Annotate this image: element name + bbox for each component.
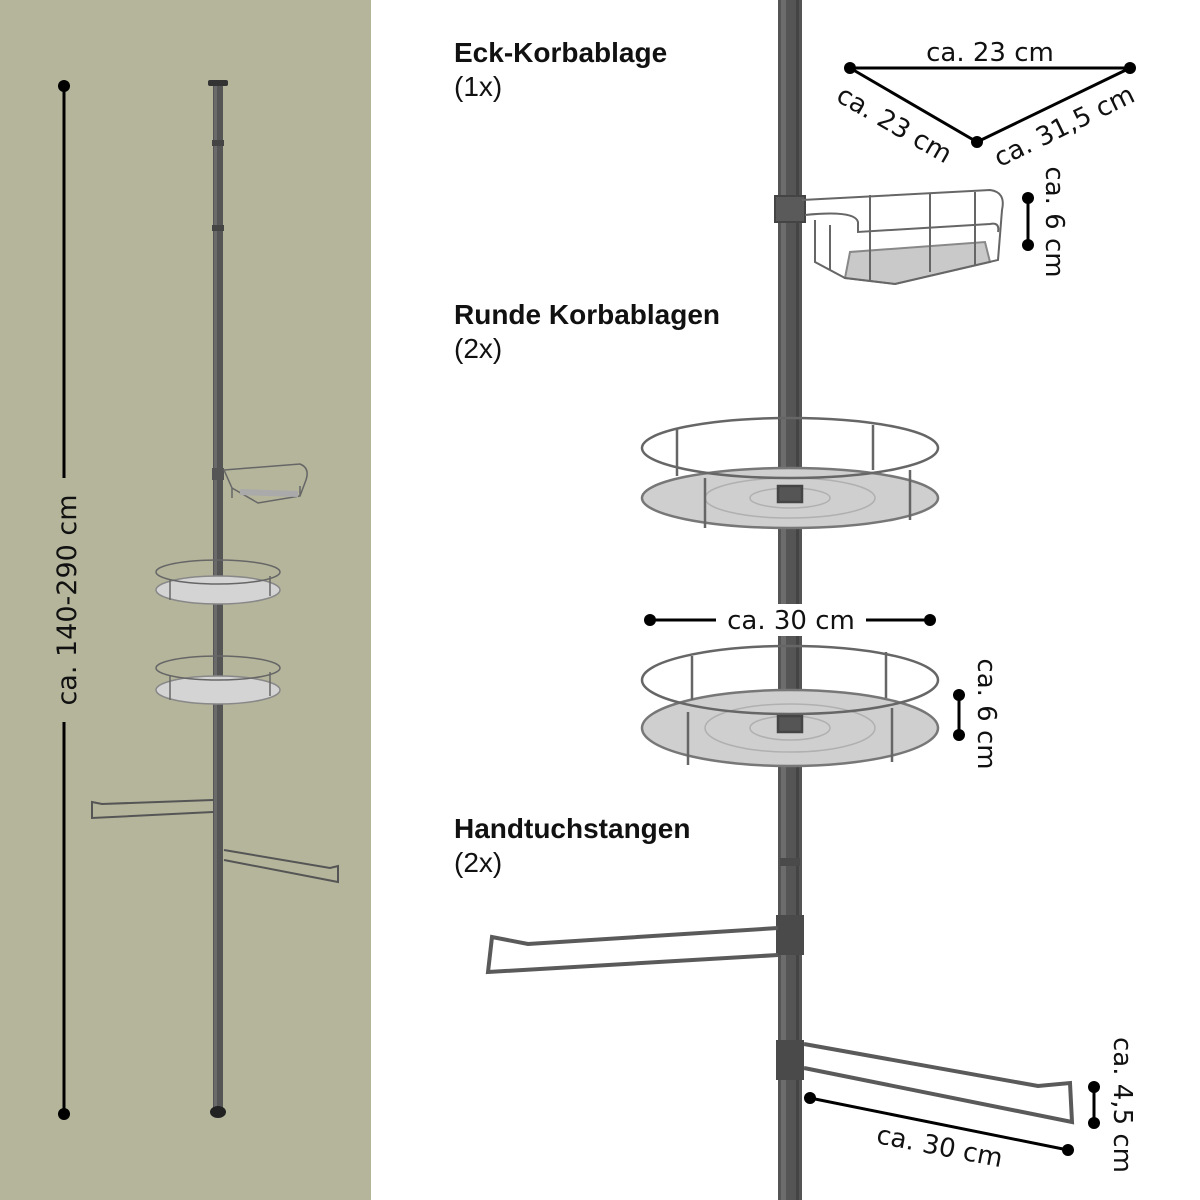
round-height-label: ca. 6 cm [971,658,1001,769]
section-title: Runde Korbablagen [454,299,721,330]
overview-corner-basket [212,463,308,504]
height-dimension: ca. 140-290 cm [52,80,83,1120]
round-width-label: ca. 30 cm [727,606,855,636]
round-basket-1 [640,416,940,530]
round-height-dimension: ca. 6 cm [953,658,1001,770]
overview-round-basket-2 [155,655,281,705]
towel-dimensions: ca. 30 cm ca. 4,5 cm [804,1037,1137,1174]
corner-top-label: ca. 23 cm [926,38,1054,68]
towel-length-label: ca. 30 cm [874,1120,1005,1174]
round-basket-2 [640,644,940,768]
round-width-dimension: ca. 30 cm [644,604,936,636]
towel-height-label: ca. 4,5 cm [1107,1037,1137,1173]
corner-height-label: ca. 6 cm [1039,166,1069,277]
corner-basket [774,188,1004,286]
section-towel-bars: Handtuchstangen (2x) [454,812,690,880]
overview-pole [91,80,339,1118]
towel-bar-2 [803,1042,1075,1125]
overview-round-basket-1 [155,559,281,605]
detail-pole [776,0,804,1200]
section-count: (2x) [454,847,503,878]
height-dimension-dot-bottom [58,1108,70,1120]
section-count: (2x) [454,333,503,364]
towel-bar-1 [485,926,779,975]
height-dimension-dot-top [58,80,70,92]
height-label: ca. 140-290 cm [52,494,83,705]
corner-right-label: ca. 31,5 cm [989,80,1139,174]
section-count: (1x) [454,71,503,102]
overview-towel-bars [91,799,339,884]
section-title: Handtuchstangen [454,813,691,844]
section-round-baskets: Runde Korbablagen (2x) [454,298,720,366]
section-title: Eck-Korbablage [454,37,668,68]
section-corner-basket: Eck-Korbablage (1x) [454,36,667,104]
